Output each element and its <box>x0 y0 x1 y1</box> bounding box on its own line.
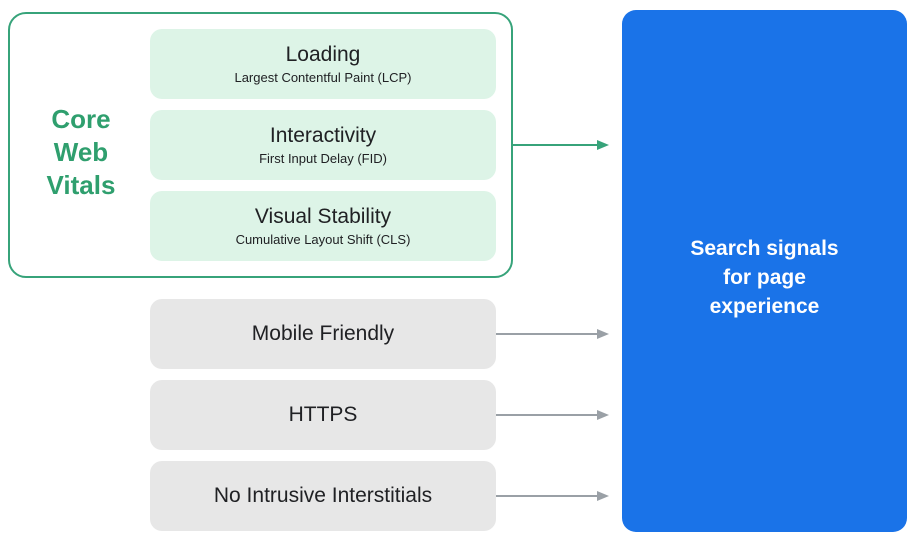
signal-mobile-friendly-box: Mobile Friendly <box>150 299 496 369</box>
metric-name: Loading <box>285 42 361 66</box>
metric-name: Interactivity <box>269 123 377 147</box>
https-arrow <box>496 410 609 420</box>
metric-detail: Largest Contentful Paint (LCP) <box>234 69 412 85</box>
metric-interactivity-box: Interactivity First Input Delay (FID) <box>150 110 496 180</box>
interstitials-arrow <box>496 491 609 501</box>
metric-loading-box: Loading Largest Contentful Paint (LCP) <box>150 29 496 99</box>
signal-label: No Intrusive Interstitials <box>213 484 433 507</box>
cwv-arrow <box>513 140 609 150</box>
page-experience-target-box: Search signals for page experience <box>622 10 907 532</box>
mobile-friendly-arrow <box>496 329 609 339</box>
signal-label: HTTPS <box>288 403 358 426</box>
metric-name: Visual Stability <box>254 204 392 228</box>
metric-detail: Cumulative Layout Shift (CLS) <box>235 231 411 247</box>
signal-no-intrusive-interstitials-box: No Intrusive Interstitials <box>150 461 496 531</box>
metric-detail: First Input Delay (FID) <box>259 150 387 166</box>
target-label: Search signals for page experience <box>690 236 839 318</box>
signal-label: Mobile Friendly <box>251 322 395 345</box>
metric-visual-stability-box: Visual Stability Cumulative Layout Shift… <box>150 191 496 261</box>
core-web-vitals-group <box>8 12 513 278</box>
core-web-vitals-title: Core Web Vitals <box>46 104 116 200</box>
signal-https-box: HTTPS <box>150 380 496 450</box>
